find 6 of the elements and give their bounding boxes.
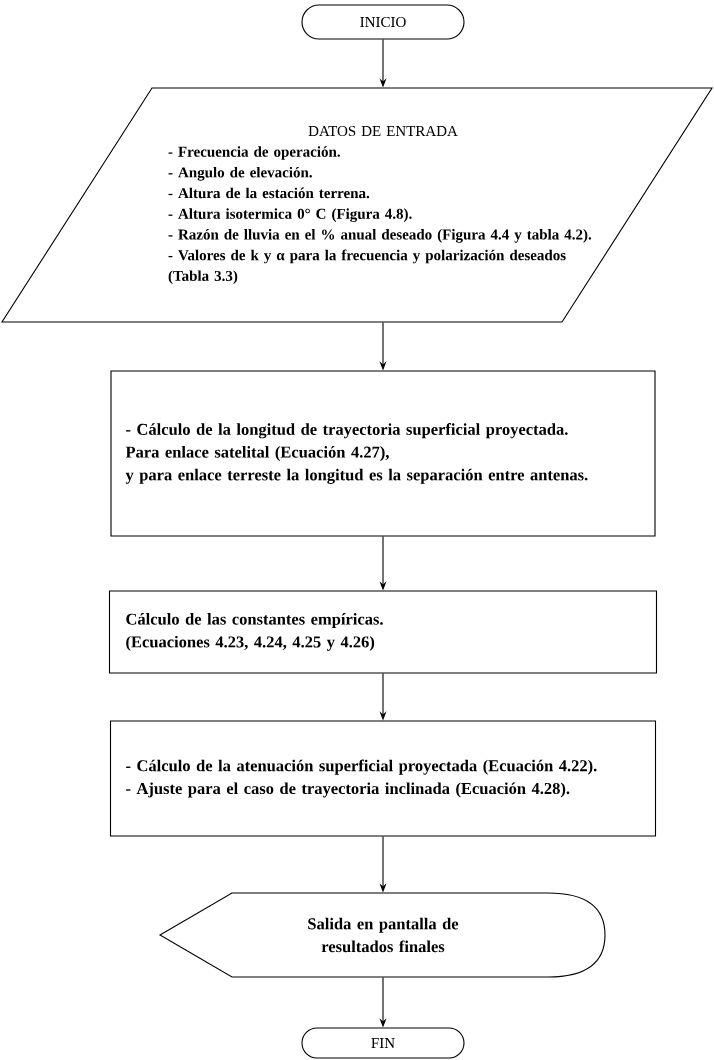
input-parallelogram: DATOS DE ENTRADA - Frecuencia de operación. - Angulo de elevación. - Altura de la estación terrena. - Altura isotermica 0° C (Figura 4.8). - Razón de lluvia en el % anual deseado (Figura 4.4 y tabla 4.2). - Valores de k y α para la frecuencia y polarización deseados (Tabla 3.3) (1, 87, 713, 323)
process-box: - Cálculo de la atenuación superficial proyectada (Ecuación 4.22). - Ajuste para el caso de trayectoria inclinada (Ecuación 4.28). (109, 720, 657, 837)
start-terminal: INICIO (301, 4, 465, 40)
process-box: Cálculo de las constantes empíricas. (Ecuaciones 4.23, 4.24, 4.25 y 4.26) (108, 590, 658, 674)
end-terminal: FIN (301, 1027, 465, 1059)
process-box: - Cálculo de la longitud de trayectoria superficial proyectada. Para enlace satelital (Ecuación 4.27), y para enlace terreste la longitud es la separación entre antenas. (110, 370, 656, 537)
